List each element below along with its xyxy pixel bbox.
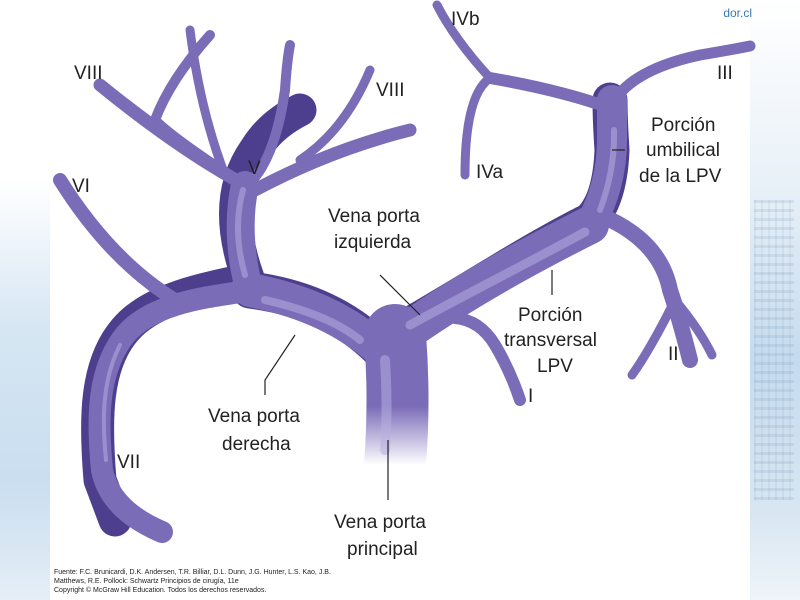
label-porcion-umbilical-2: umbilical <box>646 140 720 161</box>
label-porcion-trans-2: transversal <box>504 330 597 351</box>
leader-lines <box>264 149 625 500</box>
label-vena-izq-2: izquierda <box>334 232 412 253</box>
label-vena-izq-1: Vena porta <box>328 206 420 227</box>
label-porcion-umbilical-3: de la LPV <box>639 166 722 187</box>
label-vena-der-2: derecha <box>222 434 291 455</box>
label-ii: II <box>668 344 679 365</box>
credits-line-2: Matthews, R.E. Pollock: Schwartz Princip… <box>54 578 239 585</box>
watermark: dor.cl <box>723 6 752 20</box>
left-background-strip <box>0 0 50 600</box>
right-background-strip <box>750 0 800 600</box>
label-ivb: IVb <box>451 9 480 30</box>
label-vena-pri-1: Vena porta <box>334 512 426 533</box>
label-porcion-trans-3: LPV <box>537 356 573 377</box>
label-porcion-umbilical-1: Porción <box>651 115 715 136</box>
vessel-tree <box>53 0 756 543</box>
source-credits: Fuente: F.C. Brunicardi, D.K. Andersen, … <box>54 568 554 595</box>
label-porcion-trans-1: Porción <box>518 305 582 326</box>
label-vii: VII <box>117 452 140 473</box>
label-iva: IVa <box>476 162 504 183</box>
label-vena-der-1: Vena porta <box>208 406 300 427</box>
credits-line-1: Fuente: F.C. Brunicardi, D.K. Andersen, … <box>54 569 331 576</box>
label-viii-left: VIII <box>74 63 103 84</box>
label-viii-right: VIII <box>376 80 405 101</box>
label-iii: III <box>717 63 733 84</box>
label-v: V <box>248 158 261 179</box>
labels: IVb III VIII VIII Porción umbilical de l… <box>72 9 733 560</box>
label-vena-pri-2: principal <box>347 539 418 560</box>
label-vi: VI <box>72 176 90 197</box>
credits-line-3: Copyright © McGraw Hill Education. Todos… <box>54 587 267 594</box>
label-i: I <box>528 386 533 407</box>
